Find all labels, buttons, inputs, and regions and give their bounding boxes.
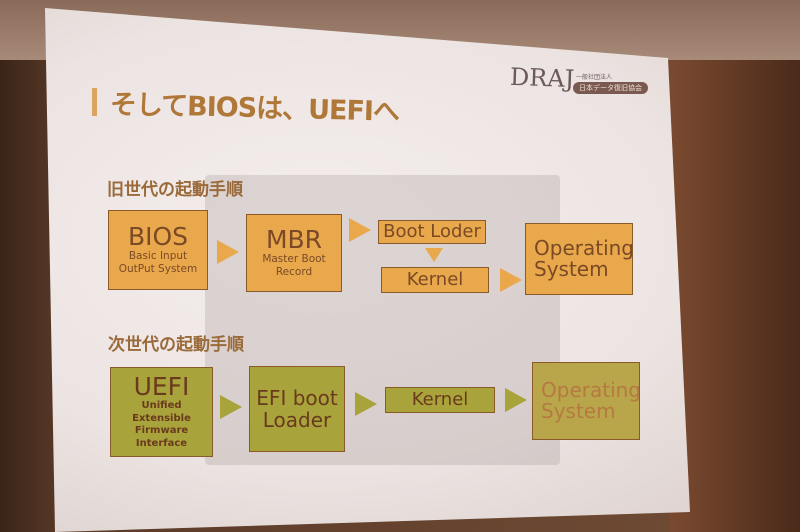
mbr-desc: Master Boot Record [262, 253, 326, 279]
bios-box: BIOS Basic Input OutPut System [108, 210, 208, 290]
arrow-icon [505, 388, 527, 412]
logo: DRAJ [509, 62, 575, 94]
arrow-icon [220, 395, 242, 419]
arrow-icon [349, 218, 371, 242]
boot-loader-box: Boot Loder [378, 220, 486, 244]
logo-subtitle: 一般社団法人 [576, 74, 613, 81]
bios-desc: Basic Input OutPut System [118, 250, 198, 276]
os-box: Operating System [532, 362, 641, 440]
uefi-desc: Unified Extensible Firmware Interface [132, 400, 191, 449]
os-box: Operating System [525, 223, 634, 295]
arrow-icon [355, 392, 377, 416]
slide-title: そしてBIOSは、UEFIへ [109, 89, 400, 128]
mbr-box: MBR Master Boot Record [246, 214, 342, 292]
kernel-box: Kernel [385, 387, 495, 413]
title-accent-bar [92, 88, 97, 116]
kernel-box: Kernel [381, 267, 489, 293]
efi-box: EFI boot Loader [249, 366, 345, 452]
logo-org: 日本データ復旧協会 [573, 82, 648, 94]
arrow-icon [500, 268, 522, 292]
arrow-icon [217, 240, 239, 264]
wall [670, 60, 800, 532]
uefi-title: UEFI [133, 371, 190, 401]
uefi-box: UEFI Unified Extensible Firmware Interfa… [110, 367, 213, 457]
bios-title: BIOS [127, 221, 189, 251]
mbr-title: MBR [265, 224, 323, 254]
arrow-down-icon [425, 248, 443, 262]
next-heading: 次世代の起動手順 [108, 335, 244, 355]
legacy-heading: 旧世代の起動手順 [107, 180, 243, 200]
